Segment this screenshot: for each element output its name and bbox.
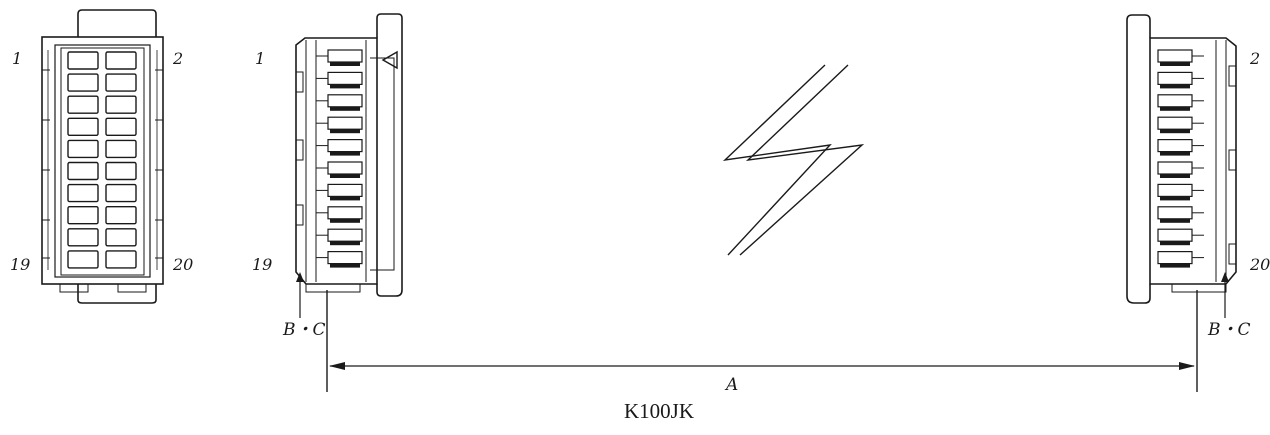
terminal — [327, 251, 363, 265]
dimension-arrowhead-left — [329, 362, 345, 370]
terminal — [327, 228, 363, 242]
dimension-arrowhead-right — [1179, 362, 1195, 370]
terminal-contact — [330, 84, 360, 89]
terminal-contact — [330, 174, 360, 178]
terminal-contact — [1160, 218, 1190, 223]
front-pin-1-label: 1 — [12, 49, 22, 68]
terminal-contact — [330, 106, 360, 111]
cavity — [67, 117, 99, 137]
terminal-contact — [330, 218, 360, 223]
cavity — [67, 205, 99, 225]
cavity — [105, 183, 137, 203]
terminal — [327, 183, 363, 197]
terminal — [1157, 49, 1193, 63]
terminal-contact — [330, 151, 360, 156]
cavity — [105, 117, 137, 137]
terminal-contact — [330, 62, 360, 66]
cavity — [105, 228, 137, 247]
terminal-contact — [1160, 174, 1190, 178]
front-pin-2-label: 2 — [172, 49, 183, 68]
cavity — [105, 205, 137, 225]
left-side-connector — [295, 13, 403, 297]
terminal-contact — [1160, 84, 1190, 89]
cavity — [105, 95, 137, 114]
terminal — [1157, 251, 1193, 265]
terminal — [327, 71, 363, 86]
terminal — [327, 94, 363, 108]
terminal — [1157, 183, 1193, 197]
right-ref-arrow — [1221, 272, 1229, 318]
dimension-a-label: A — [724, 375, 738, 395]
left-ref-arrow — [296, 272, 304, 318]
right-pin-2-label: 2 — [1249, 49, 1260, 68]
terminal — [327, 49, 363, 63]
front-view-connector — [41, 9, 164, 304]
terminal-contact — [1160, 62, 1190, 66]
terminal — [1157, 116, 1193, 130]
cavity — [67, 95, 99, 114]
left-ref-label: B・C — [282, 320, 326, 340]
terminal-contact — [1160, 241, 1190, 246]
terminal — [1157, 161, 1193, 175]
terminal-contact — [1160, 151, 1190, 156]
terminal — [1157, 206, 1193, 220]
left-pin-1-label: 1 — [255, 49, 265, 68]
part-number-caption: K100JK — [624, 399, 694, 423]
cavity — [105, 250, 137, 269]
terminal-contact — [1160, 106, 1190, 111]
cavity — [67, 73, 99, 92]
right-pin-20-label: 20 — [1249, 255, 1270, 274]
terminal-contact — [330, 263, 360, 268]
left-connector-terminals — [316, 49, 363, 268]
terminal — [327, 206, 363, 220]
front-pin-20-label: 20 — [172, 255, 193, 274]
terminal-contact — [330, 196, 360, 201]
terminal — [1157, 94, 1193, 108]
terminal — [1157, 71, 1193, 86]
right-connector-terminals — [1157, 49, 1204, 268]
terminal — [327, 139, 363, 153]
cavity — [105, 139, 137, 159]
cable-break-symbol — [722, 64, 865, 256]
dimension-a — [326, 290, 1198, 392]
cavity — [67, 183, 99, 203]
cavity — [67, 250, 99, 269]
cavity — [105, 161, 137, 181]
right-side-connector — [1126, 14, 1237, 304]
front-view-cavities — [67, 51, 137, 269]
cavity — [105, 51, 137, 70]
terminal — [1157, 228, 1193, 242]
terminal-contact — [1160, 196, 1190, 201]
terminal-contact — [1160, 129, 1190, 134]
cavity — [67, 161, 99, 181]
terminal — [1157, 139, 1193, 153]
terminal-contact — [330, 129, 360, 134]
terminal-contact — [330, 241, 360, 246]
cavity — [67, 51, 99, 70]
terminal — [327, 116, 363, 130]
terminal-contact — [1160, 263, 1190, 268]
cavity — [67, 139, 99, 159]
right-ref-label: B・C — [1207, 320, 1251, 340]
terminal — [327, 161, 363, 175]
cavity — [67, 228, 99, 247]
front-pin-19-label: 19 — [10, 255, 30, 274]
cavity — [105, 73, 137, 92]
left-pin-19-label: 19 — [252, 255, 272, 274]
